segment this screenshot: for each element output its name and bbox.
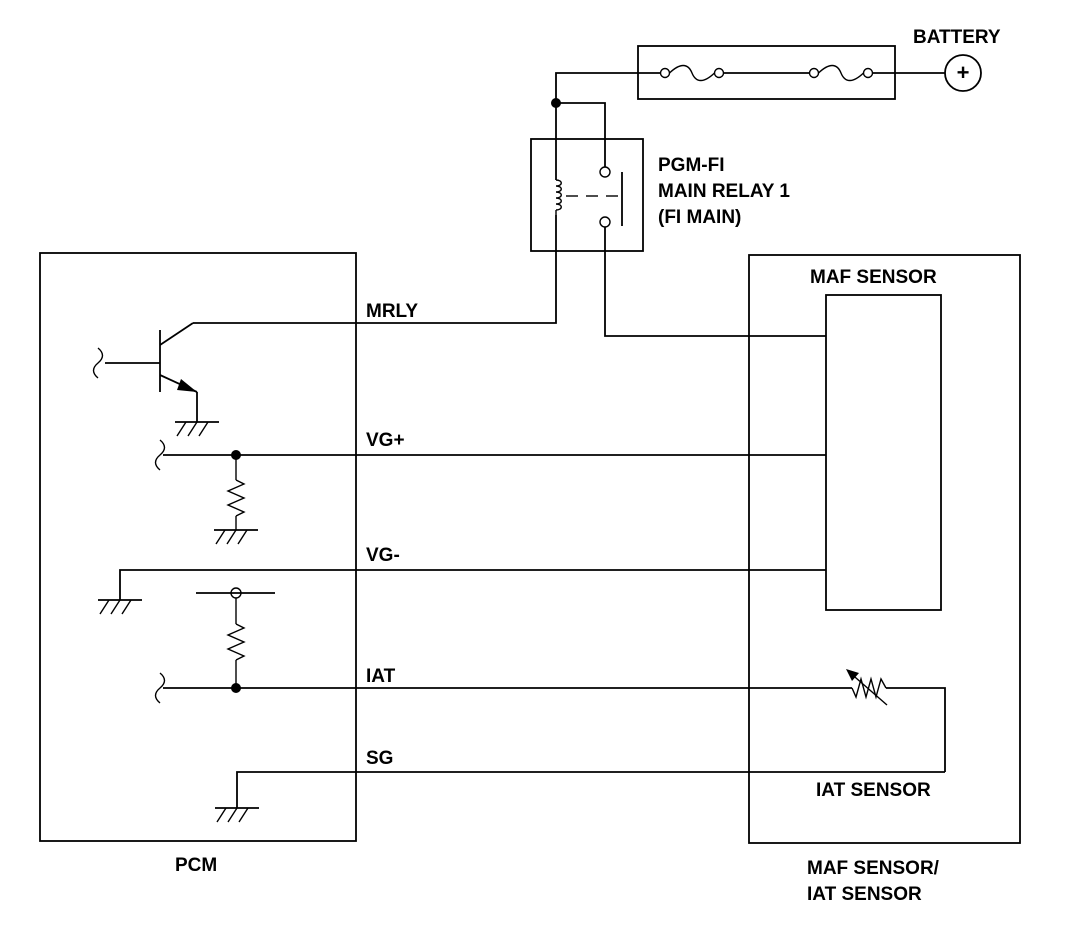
sensor-module-box xyxy=(748,254,1021,844)
module-label-line1: MAF SENSOR/ xyxy=(807,858,940,879)
junction-dot xyxy=(551,98,561,108)
pcm-label: PCM xyxy=(175,855,217,876)
maf-sensor-element xyxy=(825,294,942,611)
ground-icon xyxy=(175,421,219,437)
relay-label-line1: PGM-FI xyxy=(658,155,725,176)
ground-icon xyxy=(215,807,259,823)
wire-label-mrly: MRLY xyxy=(366,301,418,322)
vg-minus-wire xyxy=(119,569,826,600)
resistor-icon xyxy=(226,455,246,530)
relay-label-line3: (FI MAIN) xyxy=(658,207,741,228)
transistor-icon xyxy=(92,322,198,422)
ground-icon xyxy=(98,599,142,615)
maf-supply-wire xyxy=(604,227,826,337)
relay-label-line2: MAIN RELAY 1 xyxy=(658,181,790,202)
thermistor-icon xyxy=(846,669,946,772)
connector-break-icon xyxy=(154,439,166,471)
connector-break-icon xyxy=(154,672,166,704)
wire-label-sg: SG xyxy=(366,748,393,769)
wire-label-vg-plus: VG+ xyxy=(366,430,405,451)
wire-label-iat: IAT xyxy=(366,666,396,687)
iat-sensor-label: IAT SENSOR xyxy=(816,780,931,801)
wire-label-vg-minus: VG- xyxy=(366,545,400,566)
ground-icon xyxy=(214,529,258,545)
battery-symbol: + xyxy=(957,60,970,85)
mrly-wire xyxy=(193,215,557,324)
relay-box xyxy=(530,138,644,252)
power-wiring xyxy=(551,72,945,180)
fuse-1-icon xyxy=(659,64,725,82)
maf-sensor-label: MAF SENSOR xyxy=(810,267,937,288)
battery-label: BATTERY xyxy=(913,27,1001,48)
sg-wire xyxy=(236,771,945,808)
fuse-2-icon xyxy=(808,64,874,82)
resistor-icon xyxy=(226,598,246,688)
pcm-box xyxy=(39,252,357,842)
junction-dot xyxy=(231,683,241,693)
relay-switch-icon xyxy=(566,166,623,228)
module-label-line2: IAT SENSOR xyxy=(807,884,922,905)
battery-icon: + xyxy=(944,54,982,92)
relay-coil-icon xyxy=(555,179,562,215)
